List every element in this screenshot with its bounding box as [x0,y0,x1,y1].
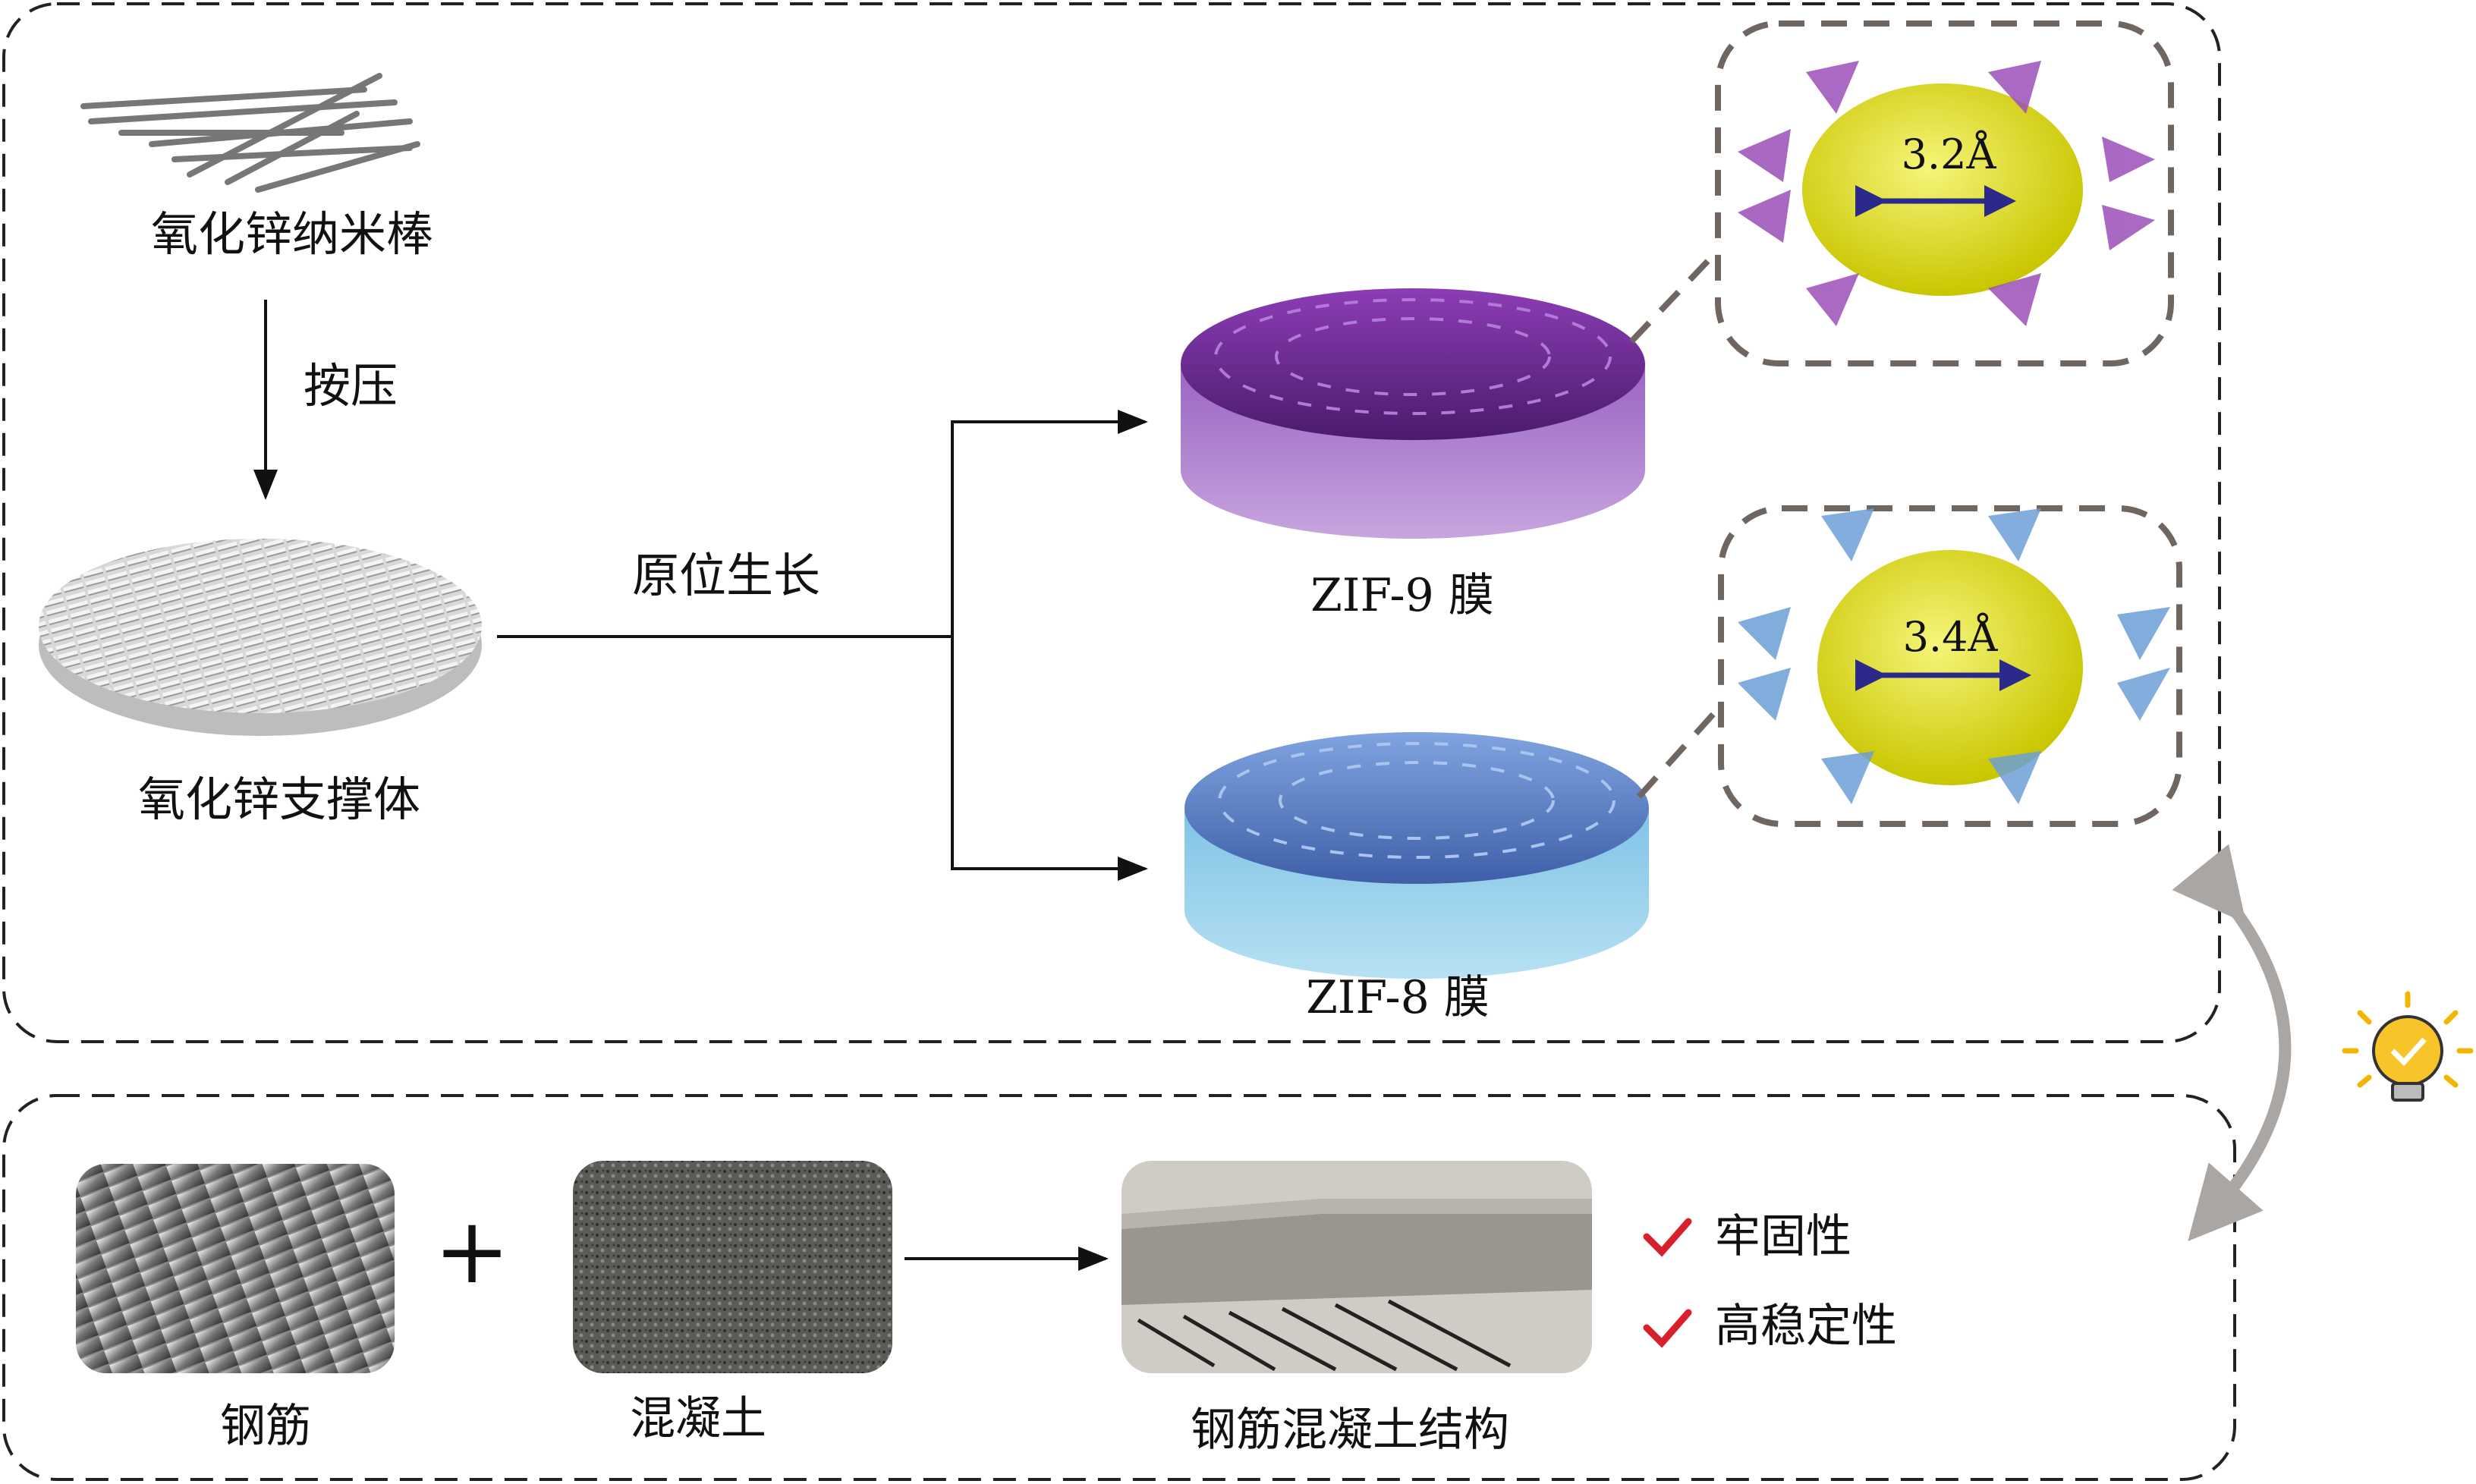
relation-double-arrow [2172,844,2292,1242]
zif8-membrane-disc [1185,732,1649,979]
growth-label: 原位生长 [632,548,820,603]
zif9-structure-inset: 3.2Å [1629,20,2174,366]
rebar-image [76,1164,395,1373]
branch-line [951,420,1145,870]
zif9-pore-size: 3.2Å [1902,129,1997,178]
rebar-label: 钢筋 [220,1400,311,1453]
support-label: 氧化锌支撑体 [138,772,420,827]
zif8-label: ZIF-8 膜 [1306,971,1490,1024]
check-icon [1643,1309,1692,1348]
structure-label: 钢筋混凝土结构 [1191,1404,1509,1457]
zif8-structure-inset: 3.4Å [1637,505,2182,827]
feature-item: 牢固性 [1643,1210,1851,1263]
concrete-label: 混凝土 [630,1392,766,1445]
plus-sign: + [434,1199,511,1304]
zif8-pore-size: 3.4Å [1903,612,1999,661]
zno-nanorods-icon [80,73,420,193]
feature-label: 高稳定性 [1715,1300,1897,1353]
zif9-label: ZIF-9 膜 [1310,569,1494,622]
feature-label: 牢固性 [1715,1210,1851,1263]
press-label: 按压 [304,358,398,413]
reinforced-concrete-image [1122,1161,1592,1373]
bottom-panel-border [2,1094,2236,1481]
check-icon [1643,1218,1692,1257]
concrete-image [573,1161,892,1373]
feature-item: 高稳定性 [1643,1300,1897,1353]
zif9-membrane-disc [1181,288,1645,539]
lightbulb-icon [2342,991,2474,1102]
top-panel-border [2,2,2221,1043]
nanorods-label: 氧化锌纳米棒 [151,206,433,262]
zno-support-disc [39,539,482,736]
